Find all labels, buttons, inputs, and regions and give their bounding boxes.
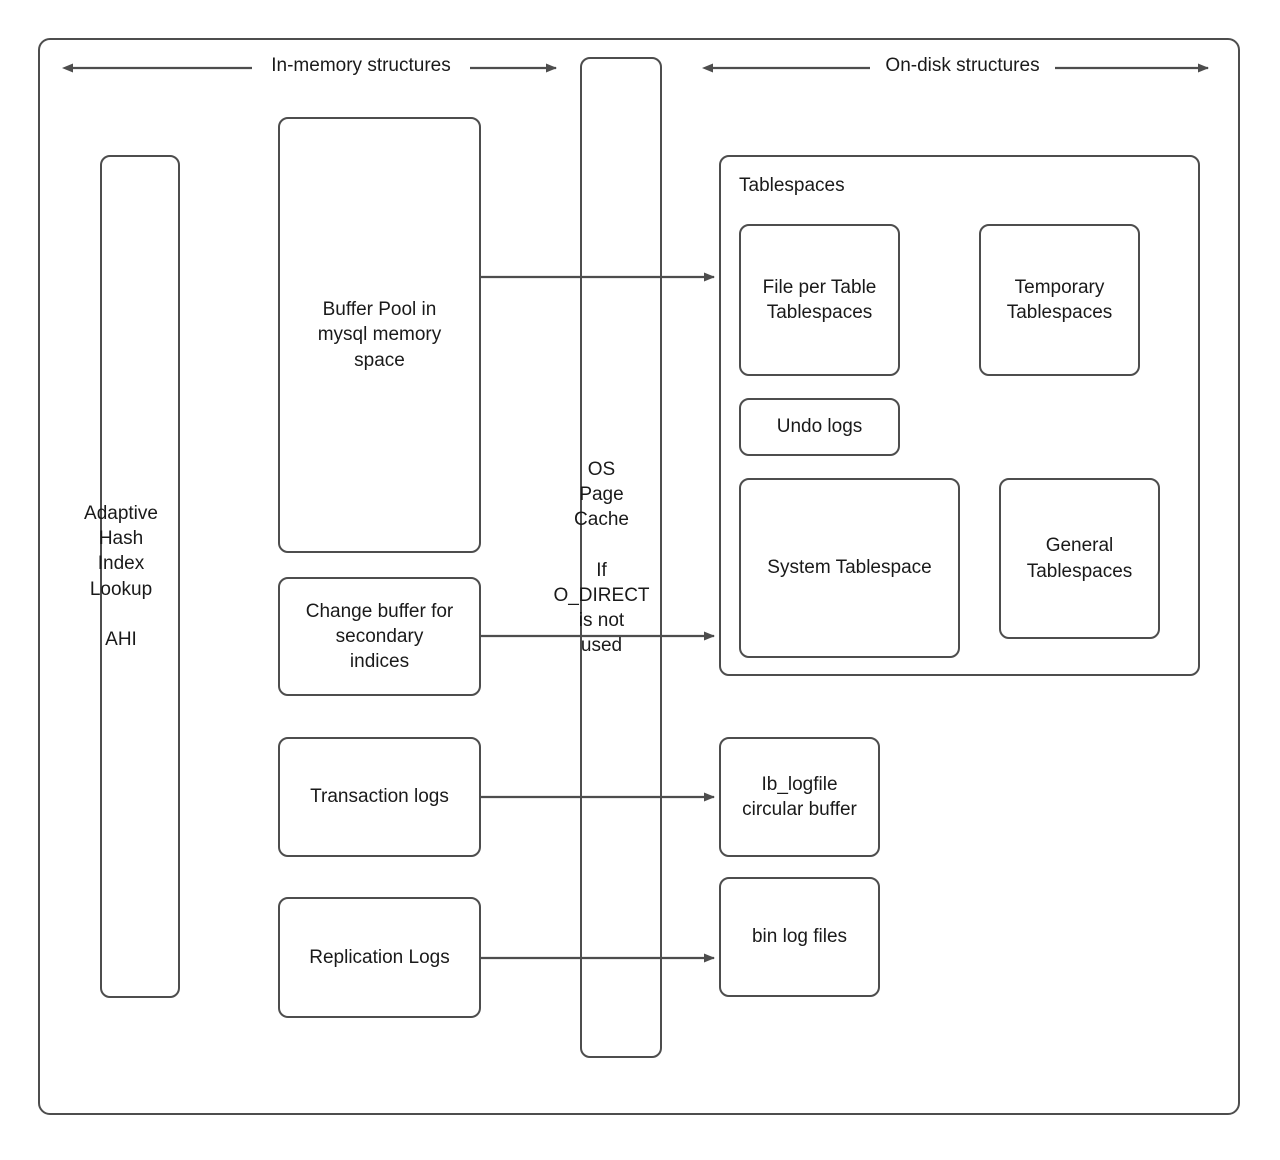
node-general-tablespaces[interactable]: General Tablespaces [999,478,1160,639]
node-replication-logs-label: Replication Logs [309,946,450,968]
node-adaptive-hash-index-label: Adaptive Hash Index Lookup AHI [84,503,158,650]
node-system-tablespace-label: System Tablespace [767,557,932,579]
node-replication-logs[interactable]: Replication Logs [278,897,481,1018]
band-label-in-memory: In-memory structures [271,55,451,76]
node-ib-logfile[interactable]: Ib_logfile circular buffer [719,737,880,857]
node-system-tablespace[interactable]: System Tablespace [739,478,960,658]
node-file-per-table-tablespaces[interactable]: File per Table Tablespaces [739,224,900,376]
group-tablespaces-title: Tablespaces [739,175,845,196]
group-tablespaces [719,155,1200,676]
node-adaptive-hash-index[interactable]: Adaptive Hash Index Lookup AHI [84,155,180,998]
node-os-page-cache[interactable]: OS Page Cache If O_DIRECT is not used [553,57,662,1058]
node-change-buffer-label: Change buffer for secondary indices [305,600,454,673]
node-os-page-cache-label: OS Page Cache If O_DIRECT is not used [553,459,650,656]
node-undo-logs-label: Undo logs [776,416,863,438]
node-buffer-pool[interactable]: Buffer Pool in mysql memory space [278,117,481,553]
node-temporary-tablespaces[interactable]: Temporary Tablespaces [979,224,1140,376]
node-ib-logfile-label: Ib_logfile circular buffer [742,773,857,820]
node-undo-logs[interactable]: Undo logs [739,398,900,456]
band-label-on-disk: On-disk structures [885,55,1040,76]
node-buffer-pool-label: Buffer Pool in mysql memory space [317,299,442,371]
node-bin-log-files[interactable]: bin log files [719,877,880,997]
node-bin-log-files-label: bin log files [751,926,848,948]
outer-frame [38,38,1240,1115]
node-transaction-logs-label: Transaction logs [310,786,449,808]
node-file-per-table-tablespaces-label: File per Table Tablespaces [762,276,877,323]
node-change-buffer[interactable]: Change buffer for secondary indices [278,577,481,696]
node-transaction-logs[interactable]: Transaction logs [278,737,481,857]
node-temporary-tablespaces-label: Temporary Tablespaces [1006,276,1113,323]
node-general-tablespaces-label: General Tablespaces [1026,535,1133,582]
